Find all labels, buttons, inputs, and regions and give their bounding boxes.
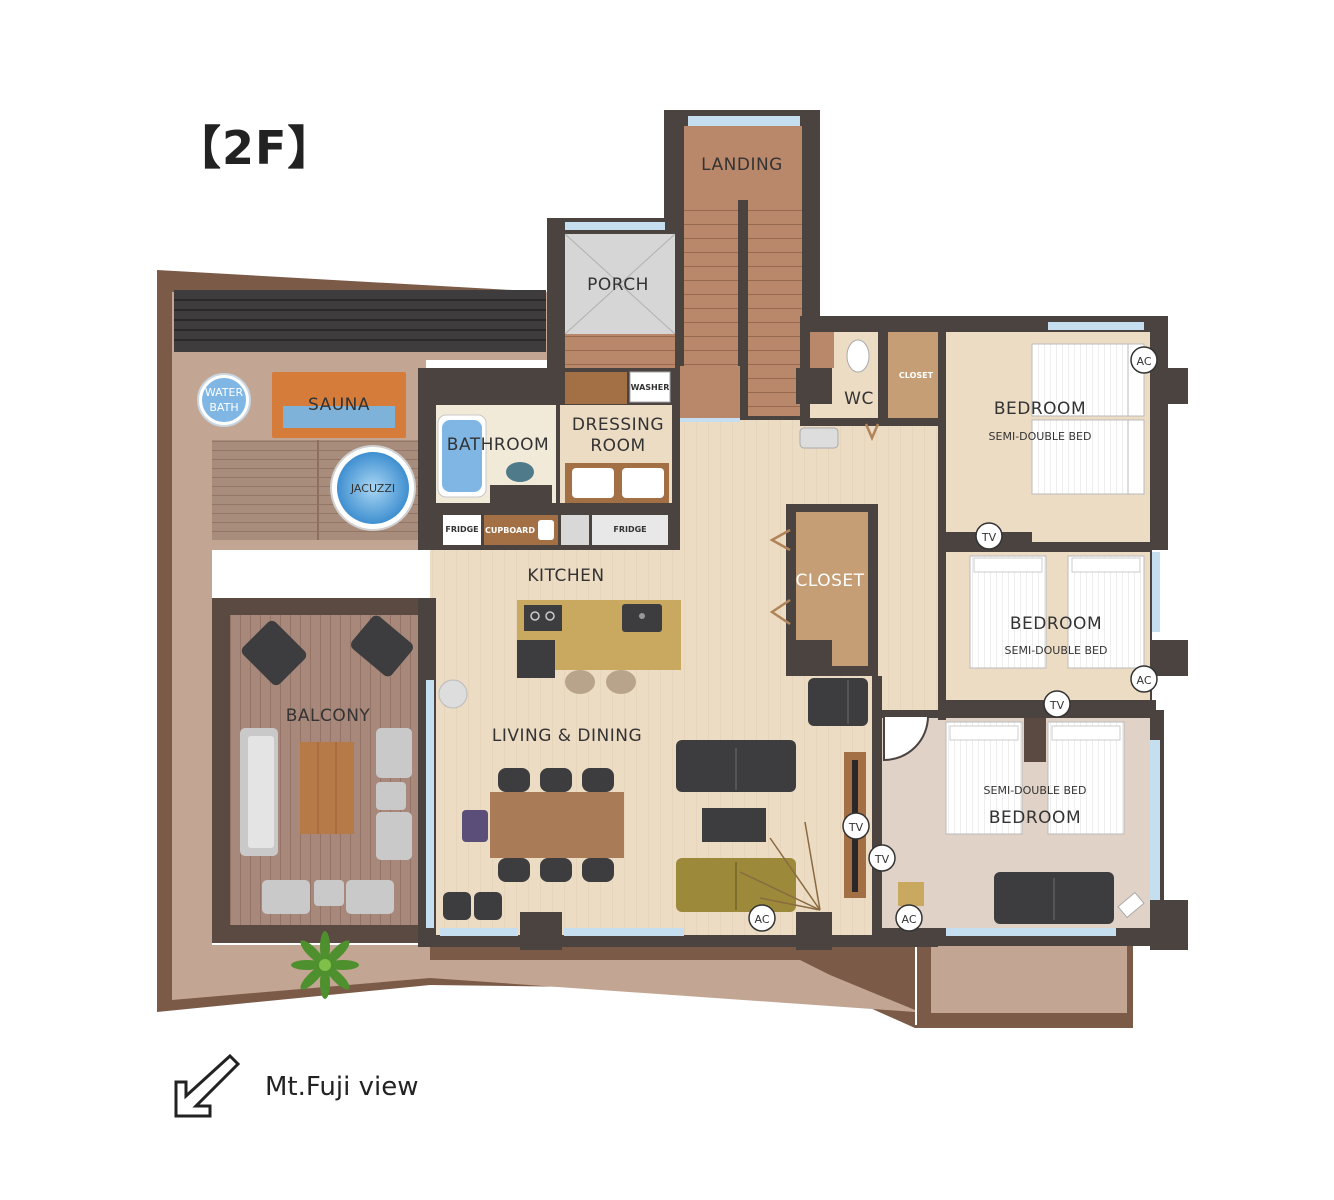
lounge-chair	[241, 615, 413, 686]
stove	[524, 605, 562, 631]
side-table	[438, 679, 468, 709]
fridge-1-label: FRIDGE	[445, 525, 478, 534]
balcony-table	[300, 742, 354, 834]
svg-text:AC: AC	[1136, 355, 1151, 368]
toilet	[846, 339, 870, 373]
windows	[426, 418, 1160, 936]
dressing-label-1: DRESSING	[572, 415, 664, 435]
fridge-2	[592, 515, 668, 545]
balcony-sofa-left	[240, 728, 278, 856]
tv-marker: TV	[975, 522, 1003, 550]
closet-small	[888, 332, 938, 418]
porch-label: PORCH	[587, 275, 649, 295]
washer	[629, 371, 671, 403]
jacuzzi-label: JACUZZI	[350, 482, 395, 495]
wc-sink	[799, 427, 839, 449]
bedroom-table	[898, 882, 924, 906]
bed-2	[969, 555, 1145, 669]
balcony-label: BALCONY	[286, 706, 371, 726]
bedroom-2-label: BEDROOM	[1010, 614, 1102, 634]
svg-text:TV: TV	[874, 853, 890, 866]
lounge-chairs-dark	[808, 678, 868, 726]
landing-label: LANDING	[701, 155, 783, 175]
water-bath-label-2: BATH	[209, 401, 238, 414]
svg-text:TV: TV	[981, 531, 997, 544]
dining-chairs	[498, 768, 614, 882]
dressing-label-2: ROOM	[590, 436, 645, 456]
bed-1	[1031, 343, 1145, 495]
svg-text:AC: AC	[1136, 674, 1151, 687]
ac-marker: AC	[895, 904, 923, 932]
door-swing	[883, 715, 930, 762]
bathroom-label: BATHROOM	[447, 435, 549, 455]
closet-small-label: CLOSET	[899, 371, 934, 380]
balcony-sofa-right	[376, 728, 412, 860]
armchair-purple	[462, 810, 488, 842]
ac-marker: AC	[748, 904, 776, 932]
coffee-table	[702, 808, 766, 842]
direction-arrow-icon	[174, 1053, 241, 1118]
tv-marker: TV	[842, 812, 870, 840]
stools	[443, 892, 502, 920]
svg-text:TV: TV	[1049, 699, 1065, 712]
tv-marker: TV	[868, 844, 896, 872]
plant-icon	[291, 931, 359, 999]
kitchen-label: KITCHEN	[527, 566, 604, 586]
bedroom-1-label: BEDROOM	[994, 399, 1086, 419]
tv-marker: TV	[1043, 690, 1071, 718]
bed-note-1: SEMI-DOUBLE BED	[989, 430, 1092, 443]
living-dining-label: LIVING & DINING	[492, 726, 642, 746]
ac-marker: AC	[1130, 665, 1158, 693]
fridge-1	[443, 515, 481, 545]
ac-marker: AC	[1130, 346, 1158, 374]
bed-note-2: SEMI-DOUBLE BED	[1005, 644, 1108, 657]
floor-lamp	[739, 821, 821, 911]
svg-text:AC: AC	[754, 913, 769, 926]
fridge-2-label: FRIDGE	[613, 525, 646, 534]
dining-table	[490, 792, 624, 858]
landing	[684, 126, 802, 206]
mt-fuji-view-note: Mt.Fuji view	[170, 1052, 470, 1122]
bed-note-3: SEMI-DOUBLE BED	[984, 784, 1087, 797]
sauna-label: SAUNA	[308, 395, 370, 415]
stairs-left	[684, 206, 738, 366]
cupboard-label: CUPBOARD	[485, 526, 535, 535]
mt-fuji-view-label: Mt.Fuji view	[265, 1072, 419, 1102]
bar-stool	[565, 670, 636, 694]
water-bath-label-1: WATER	[205, 386, 244, 399]
stairs-right	[748, 206, 802, 416]
closet-large-label: CLOSET	[795, 571, 864, 591]
balcony-sofa-bottom	[262, 880, 394, 914]
washer-label: WASHER	[631, 383, 670, 392]
svg-text:AC: AC	[901, 913, 916, 926]
bed-3	[945, 718, 1125, 835]
floor-label: 【2F】	[175, 121, 335, 175]
bedroom-3-label: BEDROOM	[989, 808, 1081, 828]
wc-label: WC	[844, 389, 874, 409]
svg-text:TV: TV	[848, 821, 864, 834]
